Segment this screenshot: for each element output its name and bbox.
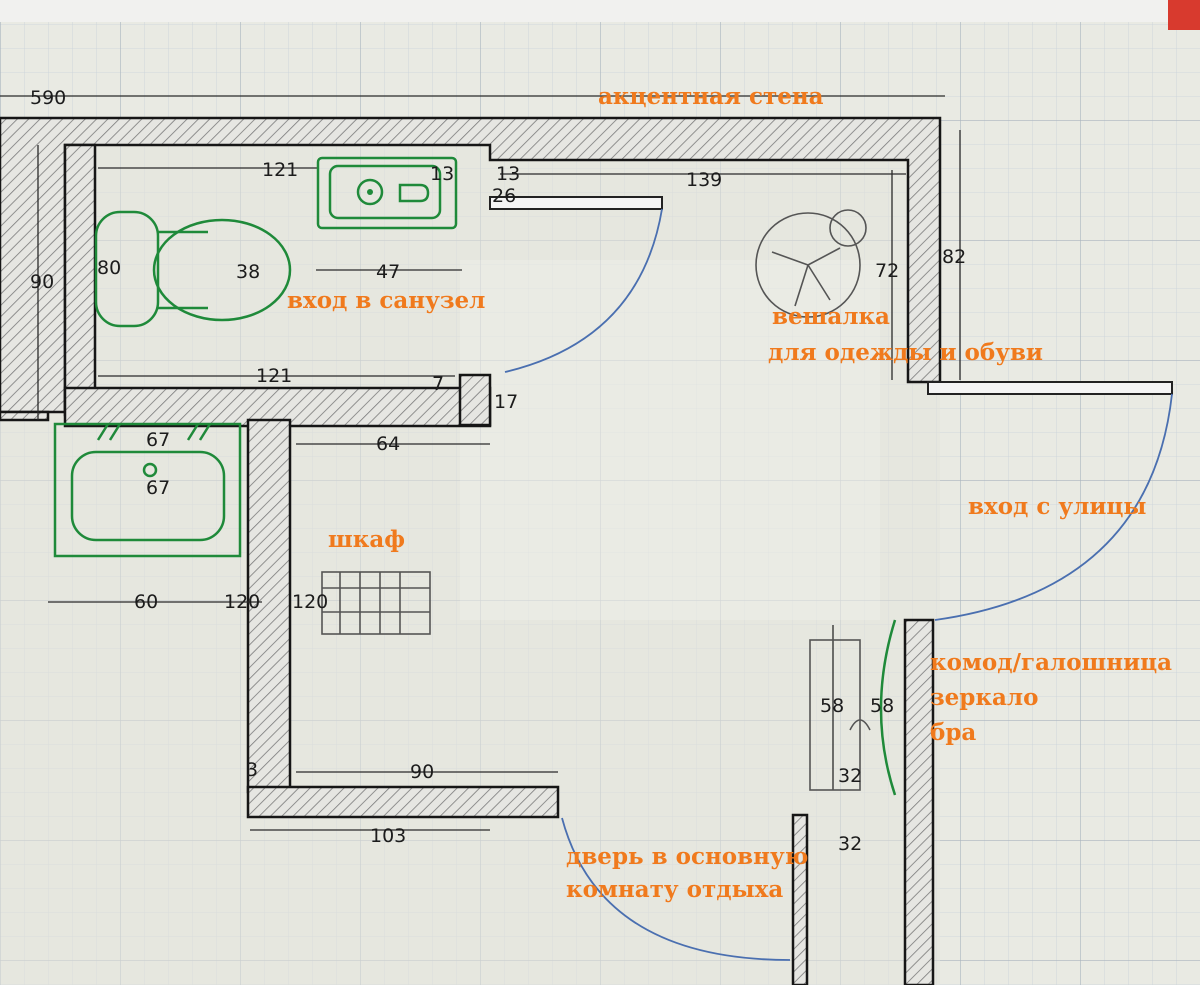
dim-closet-height: 120 <box>292 591 328 613</box>
wall-hall-right <box>903 618 935 985</box>
wall-stub <box>458 373 492 427</box>
bathroom-door-leaf <box>489 196 663 210</box>
coat-hanger <box>755 209 867 318</box>
dim-left-wall-height: 90 <box>30 271 54 293</box>
label-bathroom-entrance: вход в санузел <box>287 287 485 314</box>
dim-wall-stub: 7 <box>432 373 444 395</box>
dim-lower-width: 32 <box>838 833 862 855</box>
label-main-door-line2: комнату отдыха <box>566 876 783 903</box>
dim-total-width: 590 <box>30 87 66 109</box>
closet-shelves <box>321 571 431 635</box>
dim-sink-offset-right: 13 <box>496 163 520 185</box>
closet-rack-lines-icon <box>322 572 430 634</box>
wall-bathroom-left <box>63 143 97 417</box>
street-door-swing <box>934 393 1173 621</box>
dim-dresser-depth-outer: 58 <box>820 695 844 717</box>
label-accent-wall: акцентная стена <box>598 83 824 110</box>
label-hanger-line1: вешалка <box>772 303 890 330</box>
sink-counter <box>316 156 458 230</box>
dim-washer-inner: 67 <box>146 477 170 499</box>
red-corner-element <box>1168 0 1200 30</box>
bathroom-door-swing <box>504 208 663 373</box>
washing-machine <box>53 422 242 558</box>
washer-drain-icon <box>142 462 158 478</box>
dimension-lines <box>0 95 961 831</box>
dimension-labels: 590 90 80 121 13 13 26 139 72 82 38 47 1… <box>30 87 966 855</box>
dim-door-leaf-offset: 26 <box>492 185 516 207</box>
dim-dresser-depth-inner: 58 <box>870 695 894 717</box>
toilet-tank <box>94 210 160 328</box>
dim-bathroom-top-width: 121 <box>262 159 298 181</box>
dim-hall-right-depth: 72 <box>875 260 899 282</box>
dim-laundry-width: 60 <box>134 591 158 613</box>
dim-washer-top: 67 <box>146 429 170 451</box>
screen-top-bar <box>0 0 1200 22</box>
washer-basin <box>70 450 226 542</box>
label-closet: шкаф <box>328 526 405 553</box>
doors <box>489 196 1173 961</box>
dim-toilet-depth: 80 <box>97 257 121 279</box>
sink-drain-icon <box>356 178 384 206</box>
label-sconce: бра <box>930 719 976 746</box>
toilet-bowl <box>152 218 292 322</box>
walls <box>0 116 942 985</box>
toilet <box>94 210 292 328</box>
wall-lower-left <box>791 813 809 985</box>
dim-dresser-width: 32 <box>838 765 862 787</box>
faucet-icon <box>398 183 430 203</box>
label-hanger-line2: для одежды и обуви <box>768 339 1043 366</box>
dim-opening-width: 103 <box>370 825 406 847</box>
annotations: акцентная стена вход в санузел вешалка д… <box>287 83 1172 903</box>
sconce-icon <box>849 719 871 731</box>
dim-bathroom-bottom-width: 121 <box>256 365 292 387</box>
sink <box>316 156 458 230</box>
dim-toilet-width: 38 <box>236 261 260 283</box>
dim-laundry-height: 120 <box>224 591 260 613</box>
sink-basin <box>328 164 442 220</box>
closet-rack <box>321 571 431 635</box>
dim-outer-right-depth: 82 <box>942 246 966 268</box>
toilet-seat-icon <box>158 230 208 310</box>
dresser <box>809 619 897 796</box>
label-mirror: зеркало <box>930 684 1038 711</box>
light-glare <box>460 260 880 620</box>
washer-body <box>53 422 242 558</box>
main-door-swing <box>561 817 791 961</box>
label-street-entrance: вход с улицы <box>968 493 1146 520</box>
dim-hall-top-width: 139 <box>686 169 722 191</box>
dresser-body <box>809 639 861 791</box>
washer-knob-icon <box>96 423 212 441</box>
plan-paper <box>0 140 940 985</box>
dim-closet-top-width: 64 <box>376 433 400 455</box>
wall-laundry-right <box>246 418 292 794</box>
wall-closet-bottom <box>246 785 560 819</box>
hanger-base <box>755 212 861 318</box>
dim-wall-gap: 3 <box>246 759 258 781</box>
dim-sink-offset-left: 13 <box>430 163 454 185</box>
dim-bathroom-inner-gap: 47 <box>376 261 400 283</box>
dim-partition-height: 17 <box>494 391 518 413</box>
label-main-door-line1: дверь в основную <box>566 843 808 870</box>
sink-drain-dot <box>367 189 373 195</box>
dim-closet-bottom-width: 90 <box>410 761 434 783</box>
mirror-arc-icon <box>879 619 897 796</box>
hanger-top-icon <box>829 209 867 247</box>
label-dresser: комод/галошница <box>930 649 1172 676</box>
street-door-leaf <box>927 381 1173 395</box>
hanger-spokes-icon <box>771 247 841 307</box>
wall-left-edge <box>0 410 50 422</box>
